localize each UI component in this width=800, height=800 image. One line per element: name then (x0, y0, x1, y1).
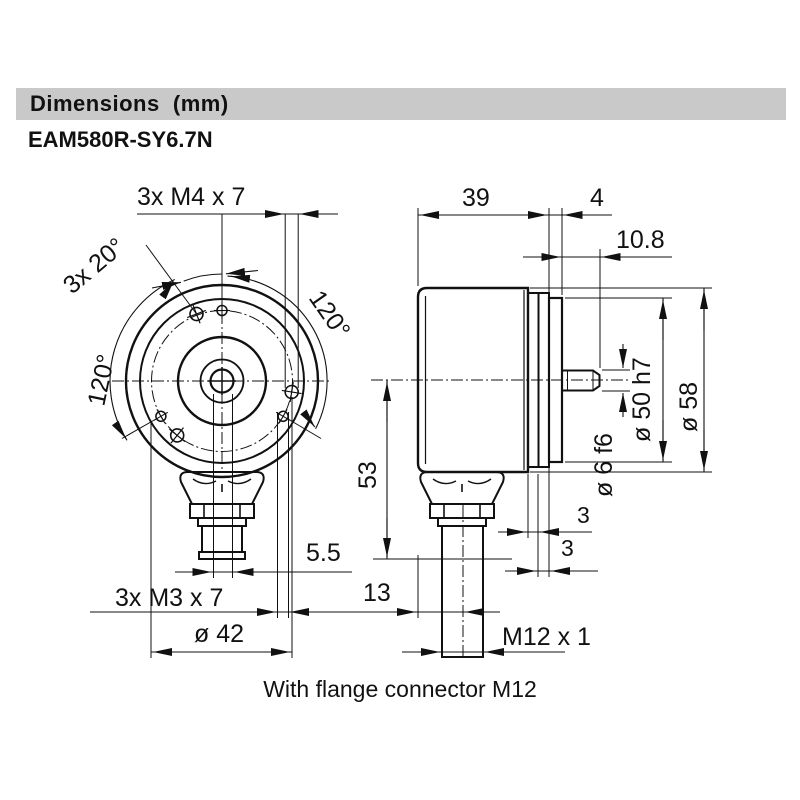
dim-m4-label: 3x M4 x 7 (137, 183, 245, 211)
dim-13: 13 (352, 555, 500, 618)
section-title: Dimensions (mm) (30, 91, 229, 116)
dim-m12-label: M12 x 1 (502, 623, 591, 651)
dim-10-8-label: 10.8 (616, 226, 665, 254)
dim-m4: 3x M4 x 7 (137, 183, 338, 388)
front-connector (179, 471, 265, 560)
dim-m12: M12 x 1 (402, 623, 591, 656)
figure-caption: With flange connector M12 (263, 676, 537, 702)
pilot-flange (547, 296, 564, 464)
m4-hole-3 (281, 382, 302, 402)
dim-5-5: 5.5 (175, 394, 352, 578)
dim-d6: ø 6 f6 (590, 344, 630, 497)
dim-5-5-label: 5.5 (306, 539, 341, 567)
hub-circle (176, 335, 268, 427)
dim-39-label: 39 (462, 184, 490, 212)
dim-3-first-label: 3 (577, 502, 590, 528)
dim-4-label: 4 (590, 184, 604, 212)
dim-20deg: 3x 20° (58, 232, 259, 315)
m3-hole-2 (153, 409, 169, 424)
pilot-circle-d50 (139, 298, 305, 464)
dim-d50-label: ø 50 h7 (628, 357, 656, 442)
front-view: 3x M4 x 7 3x 20° 120° (58, 183, 356, 658)
body-circle-d58 (124, 283, 320, 479)
side-connector (419, 471, 505, 658)
dim-20deg-label: 3x 20° (58, 232, 131, 299)
dim-53-label: 53 (354, 461, 382, 489)
collar-circle (199, 358, 245, 404)
m3-hole-3 (275, 409, 291, 424)
dim-39: 39 (417, 184, 612, 286)
dim-53: 53 (354, 380, 512, 560)
dim-d50: ø 50 h7 (565, 297, 672, 463)
side-view: 39 4 10.8 ø (352, 184, 712, 660)
dim-3-second: 3 (505, 466, 598, 577)
section-header-bar: Dimensions (mm) (16, 88, 786, 120)
m3-hole-1 (214, 302, 230, 319)
dim-10-8: 10.8 (523, 226, 672, 368)
dim-d42: ø 42 (150, 397, 293, 658)
dim-d58: ø 58 (530, 287, 712, 473)
model-number: EAM580R-SY6.7N (28, 127, 213, 152)
dim-3-first: 3 (498, 474, 592, 577)
dim-4: 4 (548, 184, 604, 295)
dim-d42-label: ø 42 (194, 620, 244, 648)
dim-120-left-label: 120° (82, 352, 120, 408)
dim-d6-label: ø 6 f6 (590, 433, 618, 497)
dim-13-label: 13 (363, 579, 391, 607)
dim-m3: 3x M3 x 7 (90, 412, 355, 618)
dim-d58-label: ø 58 (675, 382, 703, 432)
dim-120-right-label: 120° (303, 285, 356, 343)
shaft (562, 369, 601, 392)
m4-hole-2 (169, 427, 186, 444)
dim-m3-label: 3x M3 x 7 (115, 584, 223, 612)
dim-3-second-label: 3 (561, 535, 574, 561)
